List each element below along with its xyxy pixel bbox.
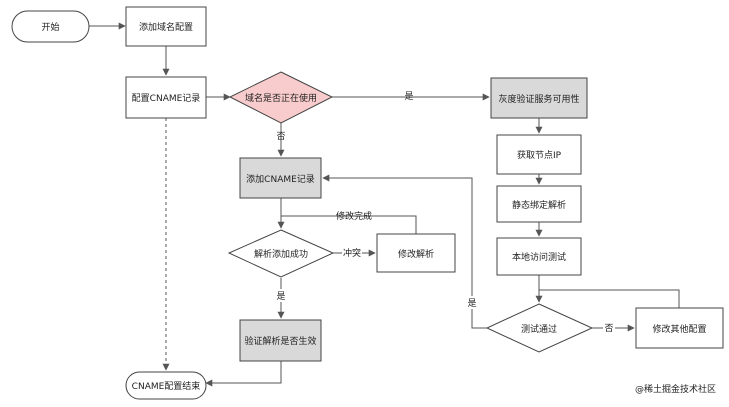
node-cname-end: CNAME配置结束 xyxy=(125,371,207,400)
node-static-bind: 静态绑定解析 xyxy=(496,185,582,223)
node-config-cname-label: 配置CNAME记录 xyxy=(132,93,201,104)
edge-label-test-yes: 是 xyxy=(467,298,476,309)
edge-label-conflict-bg xyxy=(342,246,362,259)
node-modify-resolve-label: 修改解析 xyxy=(398,248,434,260)
node-verify-effective-label: 验证解析是否生效 xyxy=(244,335,316,347)
edge-label-resolve-yes: 是 xyxy=(276,291,285,302)
node-modify-other: 修改其他配置 xyxy=(635,307,724,349)
edge-label-in-use-no: 否 xyxy=(276,131,285,142)
edge-modify-other-back-to-test xyxy=(539,289,680,308)
node-static-bind-label: 静态绑定解析 xyxy=(512,199,566,211)
node-modify-resolve: 修改解析 xyxy=(376,233,456,273)
edge-modify-resolve-done-back xyxy=(281,215,417,234)
node-test-pass-label: 测试通过 xyxy=(521,323,557,335)
watermark: @稀土掘金技术社区 xyxy=(635,383,716,395)
edge-label-test-no-bg xyxy=(603,321,615,334)
edge-label-test-no: 否 xyxy=(604,323,613,334)
node-domain-in-use: 域名是否正在使用 xyxy=(228,71,334,124)
node-local-test: 本地访问测试 xyxy=(496,237,582,276)
edge-label-test-yes-bg xyxy=(466,296,478,309)
node-get-ip: 获取节点IP xyxy=(496,134,582,175)
node-local-test-label: 本地访问测试 xyxy=(512,251,566,263)
node-cname-end-label: CNAME配置结束 xyxy=(132,380,201,392)
node-get-ip-label: 获取节点IP xyxy=(517,150,562,161)
node-gray-verify: 灰度验证服务可用性 xyxy=(490,77,588,119)
node-config-cname: 配置CNAME记录 xyxy=(125,76,207,119)
node-add-domain-label: 添加域名配置 xyxy=(139,21,193,33)
node-test-pass: 测试通过 xyxy=(485,303,594,353)
edge-label-in-use-yes: 是 xyxy=(404,91,413,102)
node-add-cname-label: 添加CNAME记录 xyxy=(246,174,315,185)
node-resolve-ok: 解析添加成功 xyxy=(227,229,335,278)
node-add-domain: 添加域名配置 xyxy=(125,6,207,47)
node-verify-effective: 验证解析是否生效 xyxy=(239,319,322,362)
node-resolve-ok-label: 解析添加成功 xyxy=(254,248,308,260)
edge-test-pass-yes-to-add-cname xyxy=(322,174,487,329)
edge-label-modify-done: 修改完成 xyxy=(336,210,372,222)
node-domain-in-use-label: 域名是否正在使用 xyxy=(245,92,317,104)
node-gray-verify-label: 灰度验证服务可用性 xyxy=(498,93,579,105)
edge-label-resolve-yes-bg xyxy=(275,289,287,302)
edge-verify-to-end xyxy=(205,361,282,387)
node-start: 开始 xyxy=(11,10,90,43)
node-start-label: 开始 xyxy=(41,21,59,33)
node-modify-other-label: 修改其他配置 xyxy=(652,323,706,335)
node-add-cname: 添加CNAME记录 xyxy=(239,157,322,199)
edge-label-conflict: 冲突 xyxy=(343,247,361,259)
